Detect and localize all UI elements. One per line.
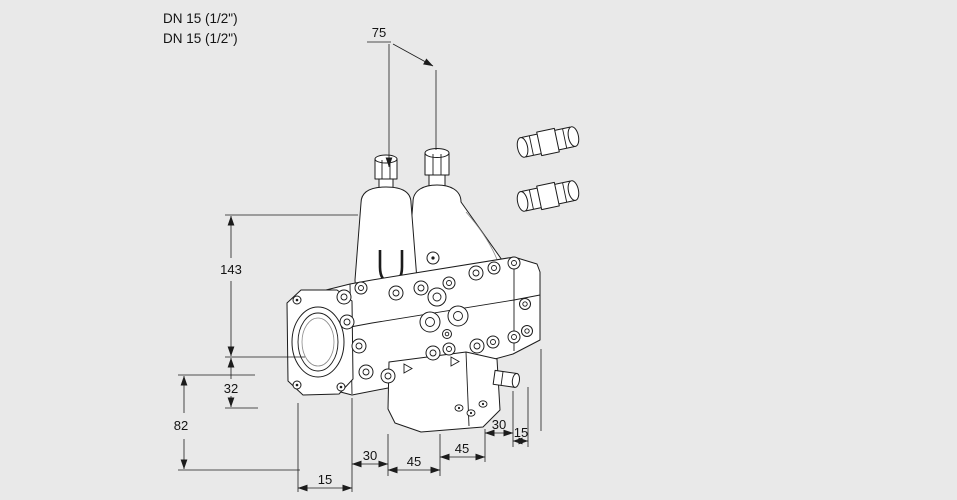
flow-direction-arrow-left [403, 363, 413, 374]
flow-direction-arrow-right [450, 356, 460, 367]
dim-label-45-left: 45 [407, 454, 421, 469]
connection-label-2: DN 15 (1/2") [163, 31, 238, 46]
dim-label-45-right: 45 [455, 441, 469, 456]
body-bolts [336, 256, 533, 384]
dim-label-32: 32 [224, 381, 238, 396]
side-stub-fitting [492, 369, 521, 388]
right-actuator-cap [424, 148, 450, 158]
dim-label-15-left: 15 [318, 472, 332, 487]
fitting-plug-2 [516, 180, 580, 212]
connection-label-1: DN 15 (1/2") [163, 11, 238, 26]
inlet-flange [286, 289, 354, 396]
bottom-module [387, 351, 521, 433]
dim-label-82: 82 [174, 418, 188, 433]
dim-label-75: 75 [372, 25, 386, 40]
fitting-plug-1 [516, 126, 580, 158]
dim-label-15-right: 15 [514, 425, 528, 440]
dim-label-30-right: 30 [492, 417, 506, 432]
left-actuator-cap [374, 154, 398, 164]
dim-label-30-left: 30 [363, 448, 377, 463]
inlet-port [291, 306, 345, 378]
dim-label-143: 143 [220, 262, 242, 277]
dimension-lines [178, 41, 542, 492]
